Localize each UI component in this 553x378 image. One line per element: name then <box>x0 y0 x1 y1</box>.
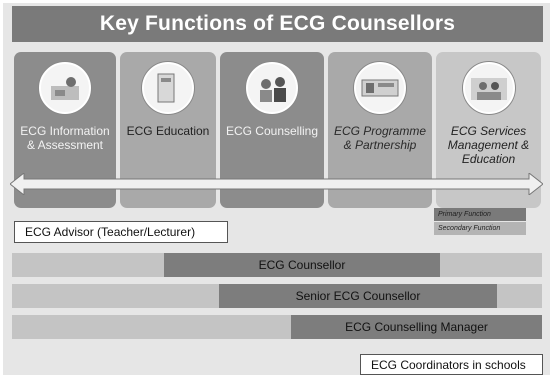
photo-thumbnail-icon <box>39 62 91 114</box>
legend-secondary: Secondary Function <box>434 222 526 235</box>
function-label: ECG Counselling <box>225 124 319 138</box>
legend-primary: Primary Function <box>434 208 526 221</box>
photo-thumbnail-icon <box>246 62 298 114</box>
function-label: ECG Information & Assessment <box>20 124 110 152</box>
role-row-manager: ECG Counselling Manager <box>12 315 542 339</box>
role-row-senior: Senior ECG Counsellor <box>12 284 542 308</box>
function-label: ECG Services Management & Education <box>447 124 530 166</box>
function-label: ECG Programme & Partnership <box>333 124 426 152</box>
role-senior-counsellor: Senior ECG Counsellor <box>219 284 497 308</box>
photo-thumbnail-icon <box>142 62 194 114</box>
role-coordinators: ECG Coordinators in schools <box>360 354 543 375</box>
role-advisor: ECG Advisor (Teacher/Lecturer) <box>14 221 228 243</box>
role-counselling-manager: ECG Counselling Manager <box>291 315 542 339</box>
function-label: ECG Education <box>126 124 210 138</box>
photo-thumbnail-icon <box>354 62 406 114</box>
legend: Primary Function Secondary Function <box>434 208 526 236</box>
photo-thumbnail-icon <box>462 62 515 114</box>
diagram-title: Key Functions of ECG Counsellors <box>12 6 543 42</box>
double-arrow-icon <box>10 173 543 195</box>
role-row-counsellor: ECG Counsellor <box>12 253 542 277</box>
role-counsellor: ECG Counsellor <box>164 253 440 277</box>
